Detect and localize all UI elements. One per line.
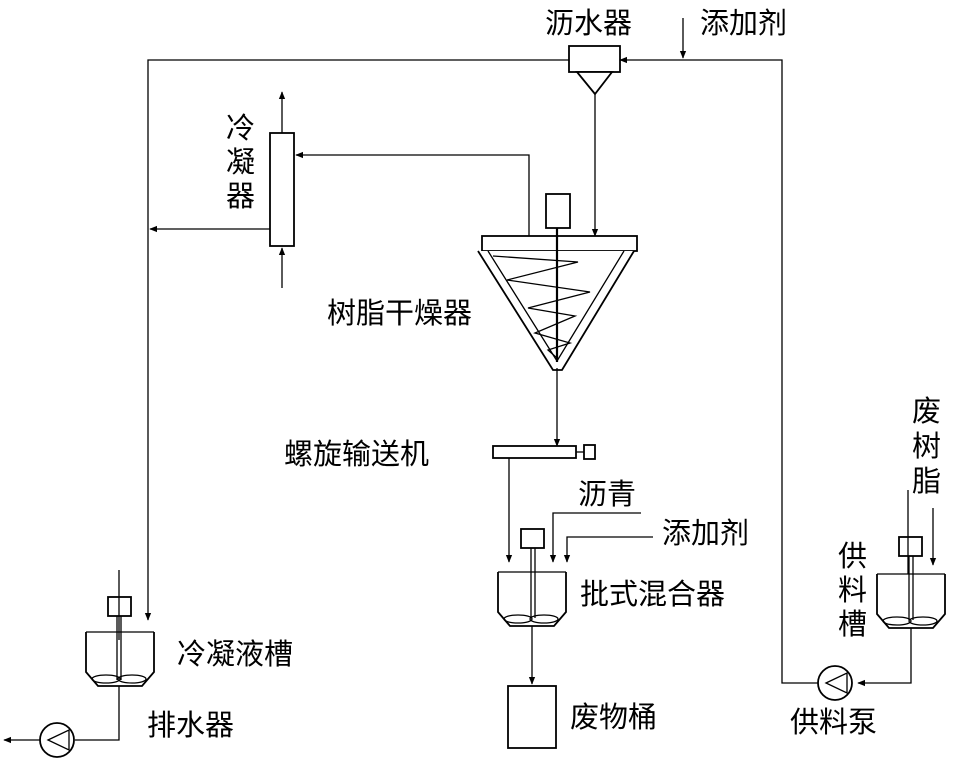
dewaterer-label: 沥水器 (545, 6, 632, 40)
feed-tank-to-pump-line (857, 628, 912, 687)
screw-conveyor (492, 444, 596, 460)
resin-dryer-label: 树脂干燥器 (327, 296, 472, 330)
dewaterer (568, 45, 621, 96)
feed-tank-motor-icon (898, 536, 923, 557)
drain-label: 排水器 (147, 708, 234, 742)
mixer-motor-icon (520, 528, 545, 549)
feed-pump-label: 供料泵 (790, 705, 877, 739)
resin-dryer (477, 228, 638, 371)
bitumen-line (549, 512, 641, 563)
waste-resin-label-1: 废 (912, 394, 941, 428)
feed-tank-label-2: 料 (838, 573, 867, 607)
screw-conveyor-label: 螺旋输送机 (284, 437, 429, 471)
dryer-motor-icon (545, 193, 571, 229)
condensate-tank-label: 冷凝液槽 (177, 637, 293, 671)
additive-mixer-label: 添加剂 (662, 516, 749, 550)
waste-resin-label-2: 树 (912, 429, 941, 463)
feed-pump (817, 665, 853, 701)
feed-tank-label-1: 供 (838, 539, 867, 573)
conveyor-motor-icon (583, 444, 596, 460)
condenser-label-3: 器 (226, 179, 255, 213)
waste-drum (507, 685, 557, 749)
dryer-vapor-to-condenser (295, 151, 530, 236)
batch-mixer-label: 批式混合器 (580, 577, 725, 611)
condenser-label-2: 凝 (226, 145, 255, 179)
agitator-icon (492, 255, 591, 359)
waste-drum-label: 废物桶 (570, 700, 657, 734)
feed-tank (876, 555, 946, 629)
condenser (269, 132, 295, 247)
bitumen-label: 沥青 (578, 477, 636, 511)
drain-pump (39, 722, 75, 758)
additive-top-label: 添加剂 (700, 6, 787, 40)
condensate-tank (85, 615, 155, 687)
condensate-tank-to-drain-line (75, 686, 120, 741)
feed-tank-label-3: 槽 (838, 607, 867, 641)
feed-line-to-dewaterer (619, 56, 820, 684)
additive-mixer-line (563, 536, 653, 563)
batch-mixer (497, 545, 567, 627)
condenser-label-1: 冷 (226, 111, 255, 145)
water-line-to-condensate-tank (144, 59, 569, 621)
waste-resin-label-3: 脂 (912, 464, 941, 498)
